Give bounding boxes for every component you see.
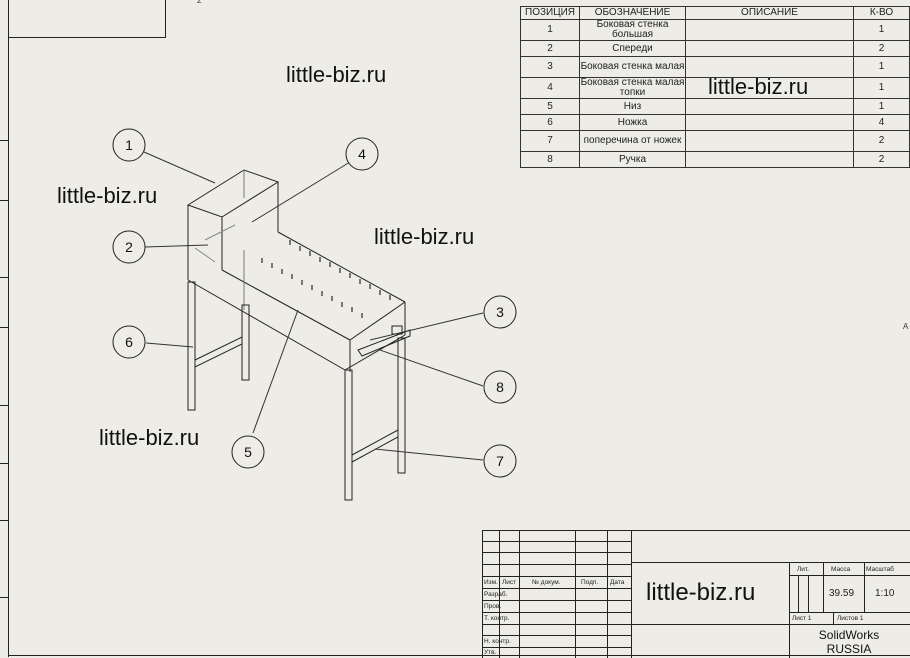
- bom-row: 8 Ручка 2: [520, 151, 910, 168]
- title-block: Изм. Лист № докум. Подп. Дата Разраб. Пр…: [482, 530, 910, 658]
- watermark-text: little-biz.ru: [57, 183, 158, 208]
- top-zone-label: 2: [197, 0, 202, 5]
- tb-lit-label: Лит.: [797, 566, 809, 573]
- zone-tick: [0, 277, 8, 278]
- trough-bottom-edge: [344, 334, 406, 371]
- balloon-7-label: 7: [496, 453, 504, 469]
- bom-row: 3 Боковая стенка малая 1: [520, 56, 910, 78]
- bom-qty: 1: [853, 56, 910, 78]
- handle: [357, 329, 411, 357]
- watermark-text: little-biz.ru: [374, 224, 475, 249]
- zone-tick: [0, 463, 8, 464]
- zone-tick: [0, 405, 8, 406]
- balloon-7: 7: [483, 444, 517, 478]
- tb-company-line1: SolidWorks: [818, 628, 880, 642]
- cross-bar-right: [351, 429, 399, 463]
- balloon-4-label: 4: [358, 146, 366, 162]
- tb-col-change: Изм.: [484, 579, 498, 586]
- watermark-text: little-biz.ru: [646, 579, 756, 606]
- balloon-8: 8: [483, 370, 517, 404]
- tb-role: Утв.: [484, 649, 497, 656]
- tb-role: Н. контр.: [484, 638, 511, 645]
- tb-col-docnum: № докум.: [532, 579, 561, 586]
- tb-col-date: Дата: [610, 579, 625, 586]
- trough-back-top: [277, 231, 406, 303]
- right-zone-label: A: [903, 322, 909, 331]
- tb-scale-value: 1:10: [875, 588, 895, 599]
- trough-front-top: [221, 269, 351, 341]
- balloon-3-label: 3: [496, 304, 504, 320]
- tb-scale-label: Масштаб: [866, 566, 894, 573]
- bom-name: Ручка: [579, 151, 686, 168]
- zone-tick: [0, 597, 8, 598]
- balloon-5: 5: [231, 435, 265, 469]
- tb-sheets-label: Листов 1: [837, 615, 864, 622]
- construction-line: [204, 224, 236, 241]
- balloon-6: 6: [112, 325, 146, 359]
- zone-tick: [0, 140, 8, 141]
- tb-company: SolidWorks RUSSIA: [789, 628, 909, 656]
- bom-header-row: ПОЗИЦИЯ ОБОЗНАЧЕНИЕ ОПИСАНИЕ К-ВО: [520, 6, 910, 20]
- tb-role: Разраб.: [484, 591, 508, 598]
- zone-tick: [0, 327, 8, 328]
- tb-role: Пров.: [484, 603, 502, 610]
- trough-end-top: [349, 301, 406, 341]
- construction-line: [194, 247, 216, 263]
- watermark-text: little-biz.ru: [99, 425, 200, 450]
- frame-left-border: [8, 0, 9, 657]
- balloon-4: 4: [345, 137, 379, 171]
- watermark-text: little-biz.ru: [708, 74, 809, 99]
- tb-mass-value: 39.59: [829, 588, 855, 599]
- tb-role: Т. контр.: [484, 615, 510, 622]
- watermark-text: little-biz.ru: [286, 62, 387, 87]
- tb-mass-label: Масса: [831, 566, 851, 573]
- balloon-1-label: 1: [125, 137, 133, 153]
- tb-col-sheet: Лист: [502, 579, 517, 586]
- frame-bottom-border: [8, 655, 910, 656]
- zone-tick: [0, 520, 8, 521]
- bom-row: 7 поперечина от ножек 2: [520, 130, 910, 152]
- balloon-2: 2: [112, 230, 146, 264]
- balloons: 1 2 3 4 5 6 7: [112, 128, 517, 478]
- bill-of-materials-table: ПОЗИЦИЯ ОБОЗНАЧЕНИЕ ОПИСАНИЕ К-ВО 1 Боко…: [520, 6, 910, 168]
- balloon-1: 1: [112, 128, 146, 162]
- cross-bar-left: [194, 336, 243, 368]
- balloon-5-label: 5: [244, 444, 252, 460]
- tb-company-line2: RUSSIA: [826, 642, 872, 656]
- balloon-3: 3: [483, 295, 517, 329]
- leader-lines: [143, 151, 484, 461]
- top-left-stamp-box: [8, 0, 166, 38]
- zone-tick: [0, 200, 8, 201]
- balloon-6-label: 6: [125, 334, 133, 350]
- trough-bottom-edge: [187, 279, 346, 371]
- bom-qty: 2: [853, 151, 910, 168]
- balloon-8-label: 8: [496, 379, 504, 395]
- tb-col-sign: Подп.: [581, 579, 599, 586]
- balloon-2-label: 2: [125, 239, 133, 255]
- tb-sheet-label: Лист 1: [792, 615, 812, 622]
